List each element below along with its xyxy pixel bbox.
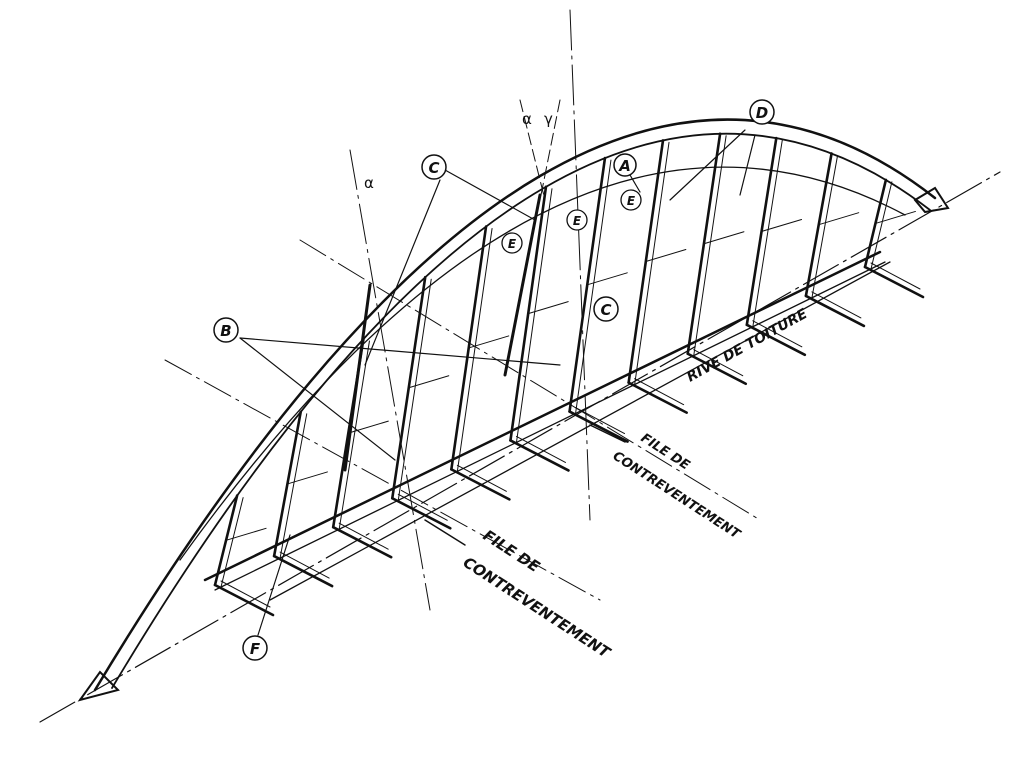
rib-edge xyxy=(456,227,493,472)
rib-edge xyxy=(575,159,612,415)
leader-D1 xyxy=(669,129,746,201)
leader-B1 xyxy=(239,337,396,461)
label-E-1: E xyxy=(508,237,517,251)
brace-b xyxy=(503,193,542,377)
rib-edge xyxy=(279,413,308,559)
secondary-purlin xyxy=(818,212,860,226)
purlin-line xyxy=(634,378,685,406)
rib-edge xyxy=(515,188,553,443)
axis-line-2 xyxy=(299,239,761,521)
rib-edge xyxy=(752,139,783,328)
lower-strut xyxy=(213,583,275,617)
secondary-purlin xyxy=(527,301,569,315)
secondary-purlin xyxy=(408,375,450,389)
lower-strut xyxy=(272,554,334,588)
angle-gamma: γ xyxy=(544,110,553,128)
circled-labels: A B C C D E E E F α α γ xyxy=(213,99,775,661)
vertical-axis-1 xyxy=(349,149,431,611)
lower-strut xyxy=(745,323,807,357)
rib-edge xyxy=(693,135,727,357)
support-left xyxy=(77,670,120,702)
secondary-purlin xyxy=(225,527,267,541)
ground-axis xyxy=(39,171,1001,723)
label-A: A xyxy=(618,157,631,175)
angle-alpha-left: α xyxy=(364,174,374,192)
purlin-line xyxy=(220,580,271,608)
file-2-line2: CONTREVENTEMENT xyxy=(460,553,615,662)
label-E-2: E xyxy=(573,214,582,228)
secondary-purlin xyxy=(703,231,745,245)
lower-strut xyxy=(568,410,629,443)
label-C-mid: C xyxy=(600,301,611,319)
secondary-purlin xyxy=(874,210,916,224)
lower-strut xyxy=(804,294,866,328)
label-D: D xyxy=(756,104,768,122)
purlin-line xyxy=(575,407,626,435)
lower-chord xyxy=(203,250,882,582)
secondary-purlin xyxy=(347,420,389,434)
purlin-line xyxy=(515,435,566,463)
purlin-line xyxy=(338,522,389,550)
rib-edge xyxy=(338,340,370,530)
arch-outer xyxy=(93,118,937,692)
purlin-line xyxy=(870,262,921,290)
rib-edge xyxy=(634,141,670,386)
lower-strut xyxy=(390,496,452,530)
purlin-line xyxy=(693,349,744,377)
lower-strut xyxy=(686,352,748,386)
lower-strut xyxy=(450,468,511,501)
purlin-line xyxy=(456,464,507,492)
arch-inner xyxy=(111,132,931,689)
purlin-line xyxy=(811,291,862,319)
leader-B2 xyxy=(239,337,561,366)
secondary-purlin xyxy=(586,272,628,286)
outer-edge xyxy=(269,261,891,601)
leader-C2 xyxy=(444,169,536,221)
arrow-file-1 xyxy=(589,424,626,443)
rib-edge xyxy=(397,278,432,501)
label-C-top: C xyxy=(428,159,439,177)
purlin-line xyxy=(752,320,803,348)
arch-purlin xyxy=(179,166,906,561)
leader-A xyxy=(629,174,641,193)
purlin-line xyxy=(397,493,448,521)
lower-strut xyxy=(331,525,393,559)
secondary-purlin xyxy=(645,249,687,263)
angle-line-2 xyxy=(539,99,561,201)
rib-edge xyxy=(220,497,244,588)
lower-strut xyxy=(627,381,688,414)
lower-strut xyxy=(509,439,570,472)
label-E-3: E xyxy=(627,194,636,208)
angle-alpha-top: α xyxy=(522,110,532,128)
label-F: F xyxy=(250,640,261,658)
label-B: B xyxy=(220,322,231,340)
secondary-purlin xyxy=(761,218,803,232)
rib-edge xyxy=(811,154,839,299)
arrow-file-2 xyxy=(424,519,466,546)
leader-C1 xyxy=(364,179,441,366)
support-right xyxy=(913,186,950,214)
leader-D2 xyxy=(739,134,756,196)
angle-line-1 xyxy=(519,99,546,201)
lower-strut xyxy=(863,265,925,299)
leader-F xyxy=(257,534,291,636)
vertical-axis-2 xyxy=(569,9,591,521)
purlin-line xyxy=(279,551,330,579)
axis-line-1 xyxy=(164,359,601,601)
rib-edge xyxy=(870,181,893,270)
lower-chord-2 xyxy=(214,261,886,591)
secondary-purlin xyxy=(468,335,510,349)
secondary-purlin xyxy=(286,471,328,485)
